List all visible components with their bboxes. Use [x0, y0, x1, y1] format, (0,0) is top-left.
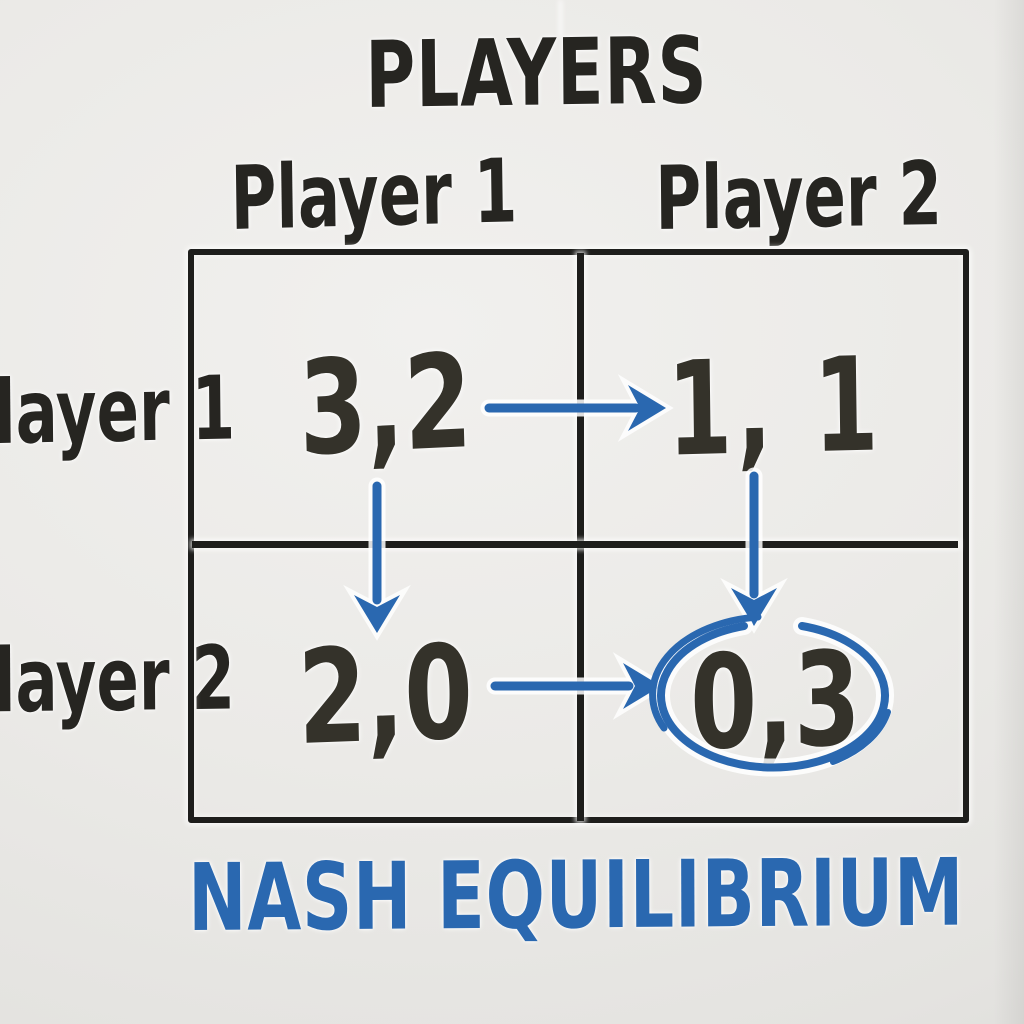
arrow-32-to-11-icon [480, 374, 674, 442]
arrow-32-to-20-icon [343, 477, 411, 641]
whiteboard-sheen [558, 0, 563, 38]
caption-nash-equilibrium: NASH EQUILIBRIUM [187, 838, 965, 952]
arrow-20-to-03-icon [486, 652, 669, 720]
grid-vertical-divider [577, 253, 584, 821]
grid-horizontal-divider [192, 541, 958, 548]
payoff-matrix-grid [188, 249, 969, 823]
arrow-11-to-03-icon [720, 467, 788, 634]
nash-equilibrium-circle-icon [649, 613, 894, 777]
